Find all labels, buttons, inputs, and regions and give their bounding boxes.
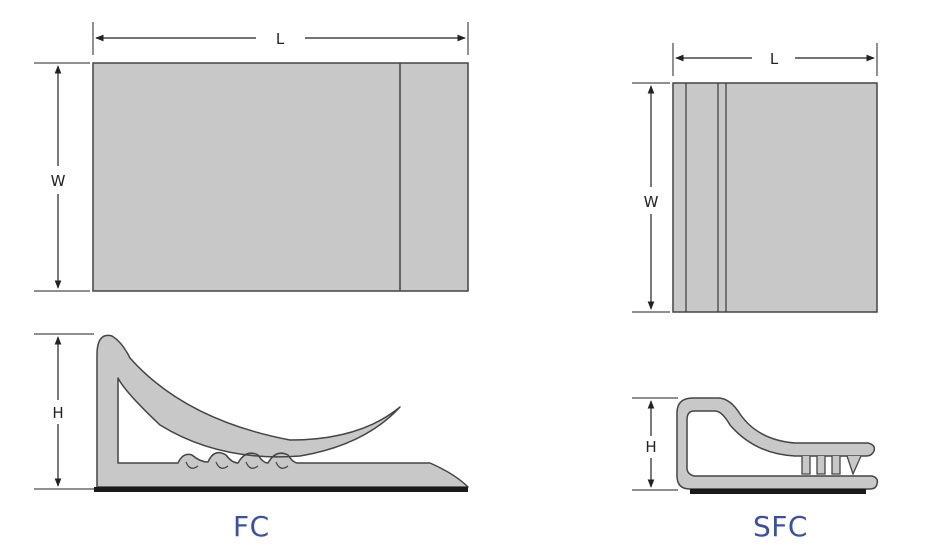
fc-side-profile xyxy=(96,334,469,488)
fc-width-label: W xyxy=(51,172,66,190)
sfc-side-profile xyxy=(676,397,879,490)
fc-width-dimension: W xyxy=(34,62,90,292)
sfc-top-view xyxy=(672,82,878,313)
fc-caption: FC xyxy=(233,510,270,543)
sfc-adhesive-tape xyxy=(690,489,866,494)
sfc-height-dimension: H xyxy=(632,397,678,491)
fc-top-view xyxy=(92,62,469,292)
sfc-length-dimension: L xyxy=(672,43,878,76)
fc-length-label: L xyxy=(276,30,285,48)
sfc-height-label: H xyxy=(645,438,656,456)
sfc-length-label: L xyxy=(770,50,779,68)
sfc-group: L W H xyxy=(632,43,879,494)
sfc-caption: SFC xyxy=(753,510,808,543)
sfc-width-label: W xyxy=(644,193,659,211)
fc-group: L W H xyxy=(34,22,469,492)
fc-length-dimension: L xyxy=(92,22,469,55)
fc-height-dimension: H xyxy=(34,333,94,490)
fc-height-label: H xyxy=(52,404,63,422)
fc-adhesive-tape xyxy=(94,487,468,492)
sfc-width-dimension: W xyxy=(632,82,670,313)
